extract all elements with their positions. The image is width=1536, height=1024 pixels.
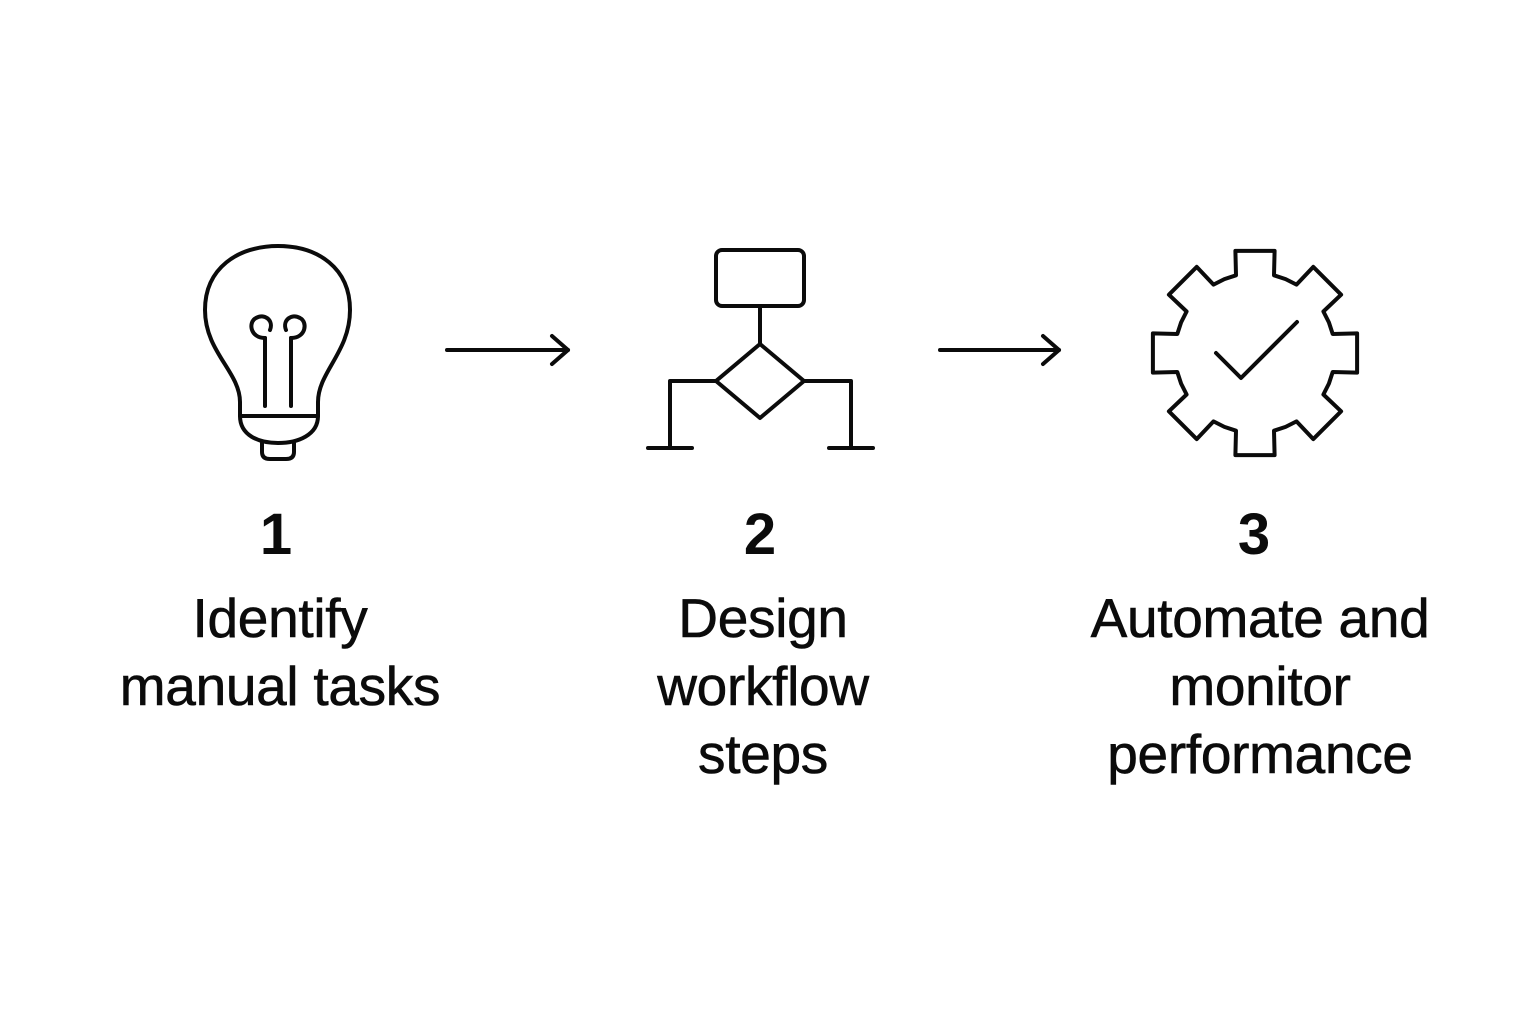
lightbulb-icon [203, 244, 352, 461]
step-number: 1 [259, 502, 293, 567]
arrow-right-icon [938, 334, 1061, 366]
step-number: 2 [743, 502, 777, 567]
step-label: Identify manual tasks [119, 587, 441, 718]
step-label: Design workflow steps [657, 587, 869, 786]
step-label: Automate and monitor performance [1090, 587, 1430, 786]
arrow-right-icon [445, 334, 570, 366]
flowchart-icon [646, 248, 875, 450]
gear-check-icon [1150, 248, 1360, 458]
step-number: 3 [1237, 502, 1271, 567]
